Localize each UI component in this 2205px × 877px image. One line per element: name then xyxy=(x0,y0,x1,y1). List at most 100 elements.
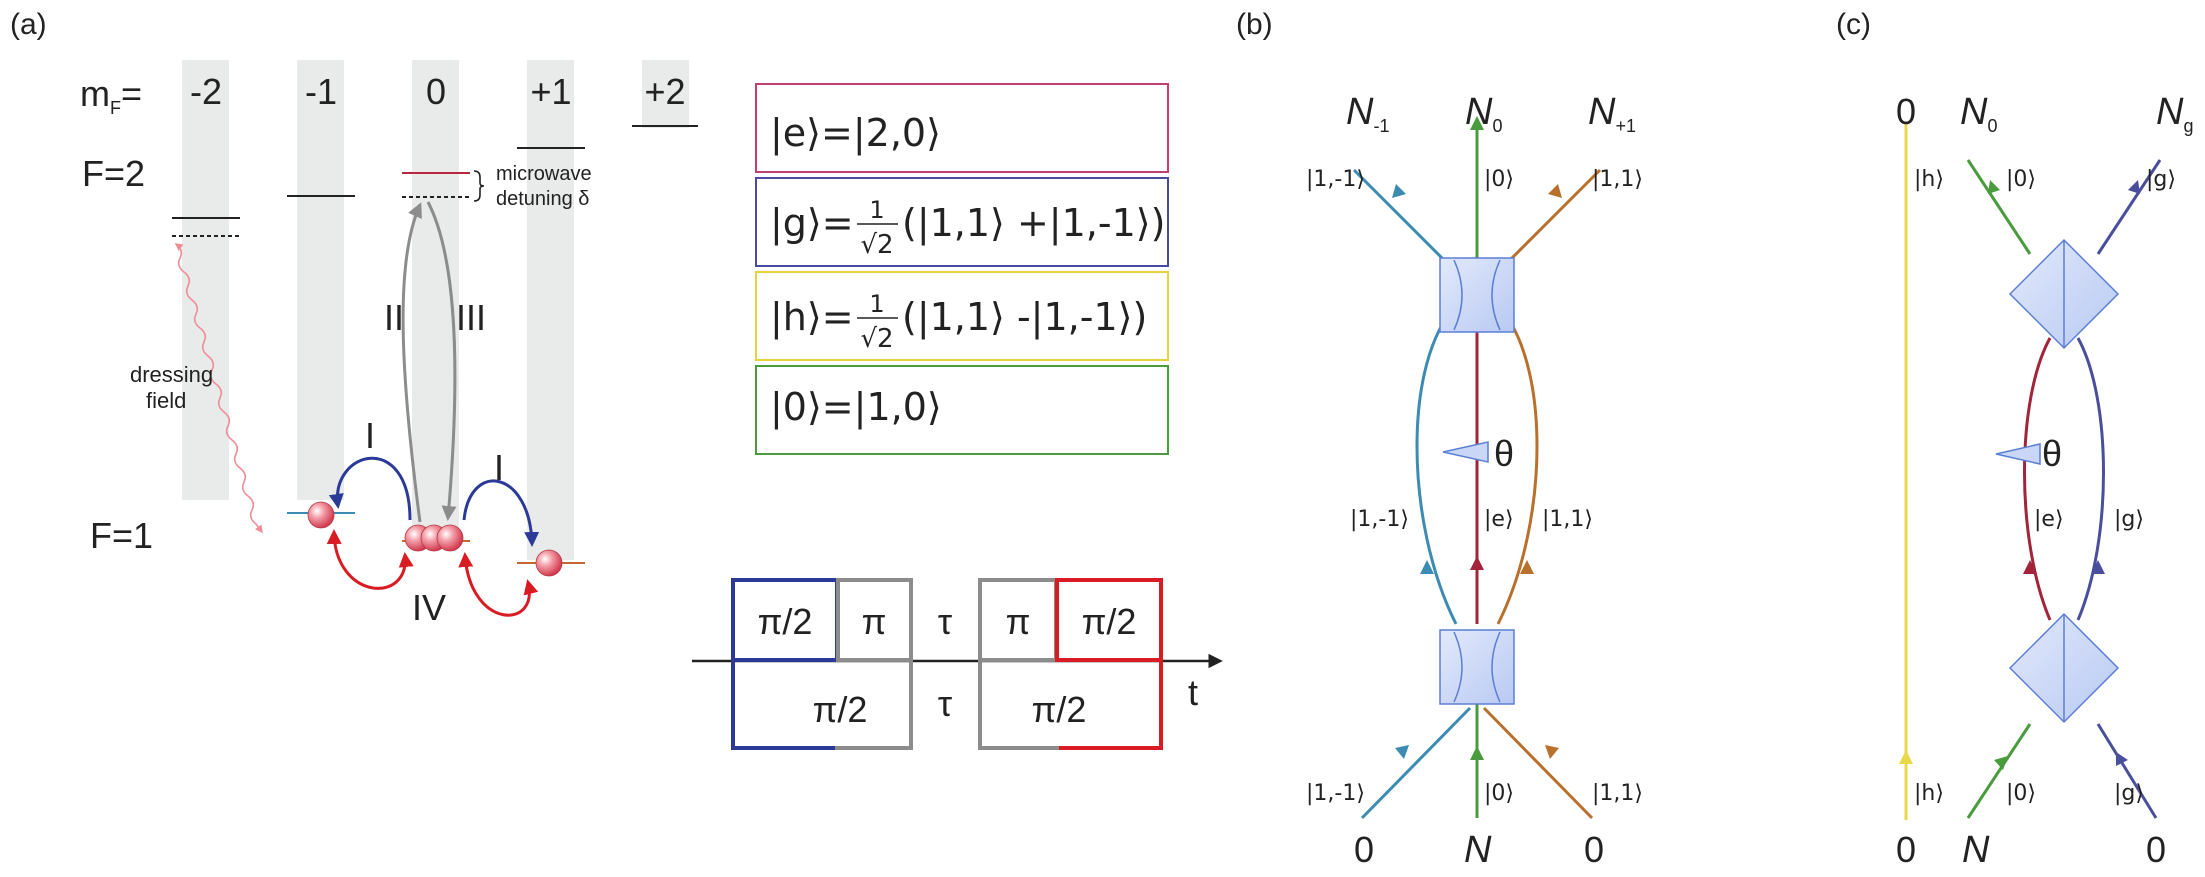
pulse-bottom-left-blue xyxy=(731,662,835,750)
c-arrow-out-zero xyxy=(1988,180,2000,194)
b-out-minus xyxy=(1352,168,1448,264)
b-splitter-bottom-box xyxy=(1439,629,1515,705)
state-g-rhs: (|1,1⟩ +|1,-1⟩) xyxy=(902,201,1165,246)
c-mid-ket-g: |g⟩ xyxy=(2114,507,2144,532)
b-arrow-out-minus xyxy=(1392,184,1406,198)
b-bottom-label-0-left: 0 xyxy=(1354,829,1374,870)
b-in-minus xyxy=(1360,706,1472,820)
dressing-field-arrow xyxy=(174,243,263,534)
mf-bands xyxy=(182,60,689,560)
c-arrow-out-g xyxy=(2128,180,2140,194)
b-mid-ket-e: |e⟩ xyxy=(1484,507,1514,532)
b-arrow-in-minus xyxy=(1395,745,1409,759)
band-p2 xyxy=(642,60,689,128)
state-g-den: √2 xyxy=(860,230,893,260)
b-splitter-bottom-curve-r xyxy=(1491,631,1501,703)
f2-levels xyxy=(172,125,698,237)
b-mid-ket-plus: |1,1⟩ xyxy=(1542,507,1593,532)
mf-value-p1: +1 xyxy=(530,71,571,112)
atom-p1 xyxy=(535,549,563,577)
pulse-top-pi-left xyxy=(836,578,913,662)
roman-I-left: I xyxy=(365,415,375,456)
transition-I-left xyxy=(328,456,412,521)
b-theta: θ xyxy=(1494,433,1514,474)
c-in-zero xyxy=(1966,723,2032,819)
pulse-sequence: t π/2 π τ π π/2 π/2 τ π/2 xyxy=(692,578,1223,750)
pulse-bottom-right-gray xyxy=(978,662,1059,750)
state-h-num: 1 xyxy=(869,290,884,318)
b-splitter-top-curve-l xyxy=(1453,259,1463,331)
pulse-top-label-1: π/2 xyxy=(758,601,813,642)
state-box-e xyxy=(755,83,1169,173)
state-h-rhs: (|1,1⟩ -|1,-1⟩) xyxy=(902,295,1147,340)
b-arrow-out-zero xyxy=(1470,116,1484,130)
panel-a-label: (a) xyxy=(10,8,47,41)
roman-IV: IV xyxy=(412,587,446,628)
b-mid-minus xyxy=(1415,304,1458,625)
b-splitter-bottom-curve-l xyxy=(1453,631,1463,703)
b-bottom-label-N: N xyxy=(1464,829,1492,871)
pulse-bottom-label-1: π/2 xyxy=(813,689,868,730)
pulse-top-pi2-right xyxy=(1055,578,1163,662)
b-arrow-mid-e xyxy=(1470,556,1484,570)
band-p1 xyxy=(527,60,574,560)
transition-II xyxy=(401,202,422,523)
b-splitter-bottom xyxy=(1439,629,1515,705)
b-phase-wedge xyxy=(1442,441,1489,463)
c-arrow-h-bottom xyxy=(1899,750,1913,764)
b-splitter-top-curve-r xyxy=(1491,259,1501,331)
b-arrow-mid-minus xyxy=(1420,560,1434,574)
transition-I-right xyxy=(462,479,540,547)
microwave-label: microwave xyxy=(496,163,592,185)
mf-value-p2: +2 xyxy=(644,71,685,112)
atom-m1 xyxy=(307,501,335,529)
f2-label: F=2 xyxy=(82,153,145,194)
panel-c-arrowheads xyxy=(1899,180,2140,770)
dressing-label-2: field xyxy=(146,388,186,413)
b-arrow-in-zero xyxy=(1470,746,1484,760)
c-phase-wedge xyxy=(1995,443,2041,465)
mf-value-m2: -2 xyxy=(190,71,222,112)
state-boxes: |e⟩=|2,0⟩ |g⟩= 1 √2 (|1,1⟩ +|1,-1⟩) |h⟩=… xyxy=(755,83,1169,455)
panel-b-paths xyxy=(1352,122,1602,820)
c-arrow-in-zero xyxy=(1994,756,2008,770)
b-bottom-ket-minus: |1,-1⟩ xyxy=(1306,781,1365,806)
c-arrow-mid-g xyxy=(2091,560,2105,574)
pulse-bottom-label-tau: τ xyxy=(938,683,952,724)
transition-IV-right xyxy=(458,552,539,617)
roman-II: II xyxy=(384,297,404,338)
c-top-ket-g: |g⟩ xyxy=(2146,167,2176,192)
detuning-label: detuning δ xyxy=(496,188,589,210)
f1-label: F=1 xyxy=(90,515,153,556)
band-m1 xyxy=(297,60,344,500)
state-g-num: 1 xyxy=(869,196,884,224)
b-arrow-out-plus xyxy=(1548,184,1562,198)
atom-0-c xyxy=(436,524,464,552)
b-splitter-top xyxy=(1439,257,1515,333)
roman-I-right: I xyxy=(494,447,504,488)
c-out-zero xyxy=(1966,159,2032,255)
state-box-g xyxy=(755,177,1169,267)
state-box-h xyxy=(755,271,1169,361)
roman-III: III xyxy=(456,297,486,338)
pulse-bottom-label-2: π/2 xyxy=(1032,689,1087,730)
c-arrow-in-g xyxy=(2116,752,2128,766)
b-in-plus xyxy=(1482,706,1594,820)
b-arrow-mid-plus xyxy=(1520,560,1534,574)
c-top-ket-h: |h⟩ xyxy=(1914,167,1944,192)
b-top-N0: N0 xyxy=(1465,91,1502,136)
c-top-zero: 0 xyxy=(1896,91,1916,132)
state-box-zero xyxy=(755,365,1169,455)
pulse-top-label-tau: τ xyxy=(938,601,952,642)
c-mid-e xyxy=(2023,337,2052,621)
mf-value-m1: -1 xyxy=(305,71,337,112)
b-top-N-plus: N+1 xyxy=(1588,91,1636,136)
transition-III xyxy=(426,201,457,521)
panel-c-label: (c) xyxy=(1836,8,1871,41)
state-e-text: |e⟩=|2,0⟩ xyxy=(770,111,941,156)
b-splitter-top-box xyxy=(1439,257,1515,333)
b-top-ket-zero: |0⟩ xyxy=(1484,167,1514,192)
b-bottom-label-0-right: 0 xyxy=(1584,829,1604,870)
c-bottom-label-N: N xyxy=(1962,829,1990,871)
